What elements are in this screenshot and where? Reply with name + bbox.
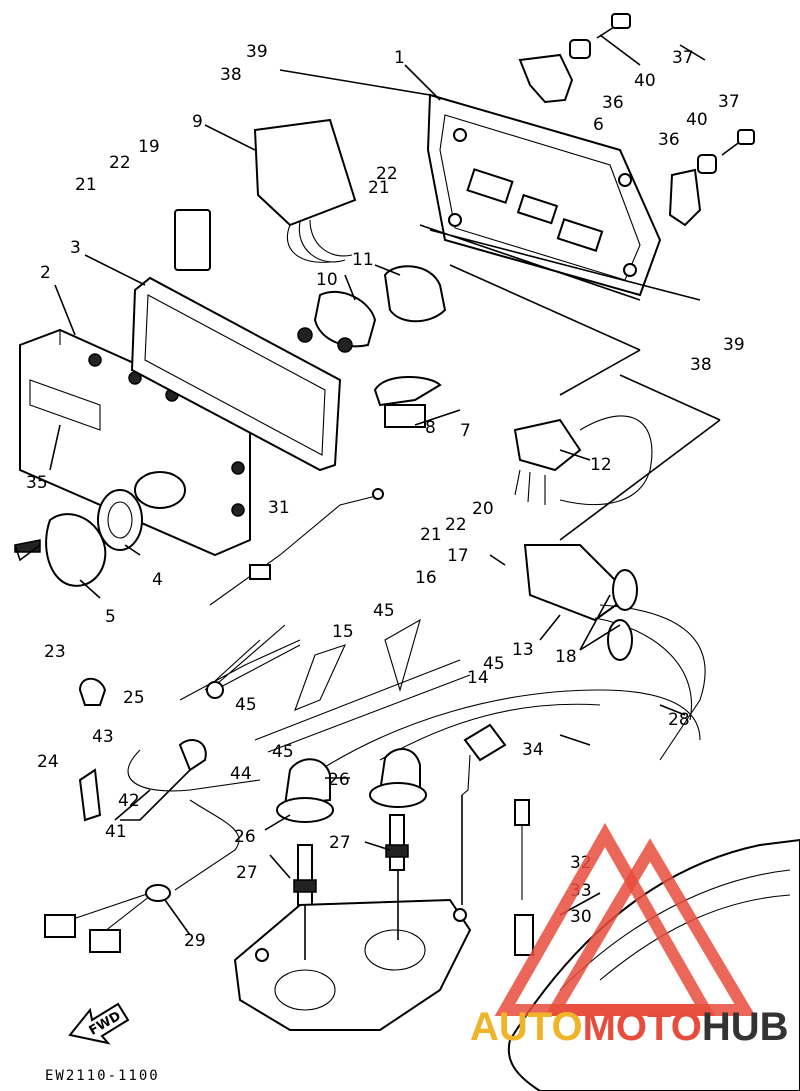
watermark-hub: HUB	[702, 1005, 789, 1049]
watermark-auto: AUTO	[470, 1005, 583, 1049]
callout-15: 15	[332, 622, 354, 642]
callout-22-b: 22	[376, 164, 398, 184]
callout-22-a: 22	[109, 153, 131, 173]
fuse-holder	[373, 376, 442, 428]
callout-25: 25	[123, 688, 145, 708]
callout-39-a: 39	[246, 42, 268, 62]
callout-20: 20	[472, 499, 494, 519]
callout-22-c: 22	[445, 515, 467, 535]
callout-38-a: 38	[220, 65, 242, 85]
callout-31: 31	[268, 498, 290, 518]
callout-24: 24	[37, 752, 59, 772]
callout-38-b: 38	[690, 355, 712, 375]
callout-1: 1	[394, 48, 405, 68]
svg-text:AUTOMOTOHUB: AUTOMOTOHUB	[470, 1005, 789, 1049]
callout-11: 11	[352, 250, 374, 270]
rectifier-regulator	[174, 118, 357, 271]
callout-13: 13	[512, 640, 534, 660]
callout-6: 6	[593, 115, 604, 135]
callout-37-a: 37	[672, 48, 694, 68]
thermo-switch	[461, 723, 534, 956]
starter-relay	[297, 265, 447, 353]
leader-lines	[14, 34, 721, 960]
small-clamps	[78, 677, 207, 822]
callout-45-b: 45	[483, 654, 505, 674]
spark-plug-leads	[254, 618, 701, 771]
callout-8: 8	[425, 418, 436, 438]
callout-4: 4	[152, 570, 163, 590]
ignition-coil	[523, 544, 706, 761]
callout-45-a: 45	[373, 601, 395, 621]
callout-27-b: 27	[329, 833, 351, 853]
callout-43: 43	[92, 727, 114, 747]
callout-41: 41	[105, 822, 127, 842]
electrical-box-bracket	[426, 93, 662, 297]
callout-40-a: 40	[634, 71, 656, 91]
fwd-arrow: FWD	[68, 1002, 130, 1045]
callout-29: 29	[184, 931, 206, 951]
callout-34: 34	[522, 740, 544, 760]
callout-3: 3	[70, 238, 81, 258]
callout-44: 44	[230, 764, 252, 784]
cap-and-seal	[14, 489, 143, 587]
electrical-box-cover	[19, 328, 251, 557]
callout-23: 23	[44, 642, 66, 662]
callout-12: 12	[590, 455, 612, 475]
callout-45-c: 45	[235, 695, 257, 715]
callout-21-a: 21	[75, 175, 97, 195]
callout-37-b: 37	[718, 92, 740, 112]
drawing-code: EW2110-1100	[45, 1068, 160, 1084]
callout-30: 30	[570, 907, 592, 927]
callout-26-a: 26	[234, 827, 256, 847]
bracket-arm-right-mid	[668, 129, 755, 227]
cylinder-head	[233, 898, 472, 1031]
wire-harness	[179, 488, 384, 701]
callout-36-b: 36	[658, 130, 680, 150]
pickup-coil	[513, 415, 653, 506]
callout-36-a: 36	[602, 93, 624, 113]
bracket-arm-right-top	[518, 13, 631, 104]
watermark-moto: MOTO	[583, 1005, 702, 1049]
callout-40-b: 40	[686, 110, 708, 130]
callout-2: 2	[40, 263, 51, 283]
battery-leads	[44, 749, 261, 953]
callout-7: 7	[460, 421, 471, 441]
callout-35: 35	[26, 473, 48, 493]
callout-39-b: 39	[723, 335, 745, 355]
hull-section	[507, 838, 800, 1091]
callout-27-a: 27	[236, 863, 258, 883]
callout-5: 5	[105, 607, 116, 627]
plug-caps	[276, 748, 427, 823]
callout-45-d: 45	[272, 742, 294, 762]
callout-16: 16	[415, 568, 437, 588]
spark-plugs	[293, 814, 409, 906]
watermark-logo: AUTOMOTOHUB	[470, 822, 789, 1049]
callout-10: 10	[316, 270, 338, 290]
callout-19: 19	[138, 137, 160, 157]
callout-17: 17	[447, 546, 469, 566]
callout-21-c: 21	[420, 525, 442, 545]
gasket	[130, 276, 342, 472]
callout-labels: 1 2 3 4 5 6 7 8 9 10 11 12 13 14 15 16 1…	[26, 42, 745, 951]
callout-42: 42	[118, 791, 140, 811]
callout-14: 14	[467, 668, 489, 688]
callout-28: 28	[668, 710, 690, 730]
callout-9: 9	[192, 112, 203, 132]
callout-26-b: 26	[328, 770, 350, 790]
callout-21-b: 21	[368, 178, 390, 198]
callout-18: 18	[555, 647, 577, 667]
